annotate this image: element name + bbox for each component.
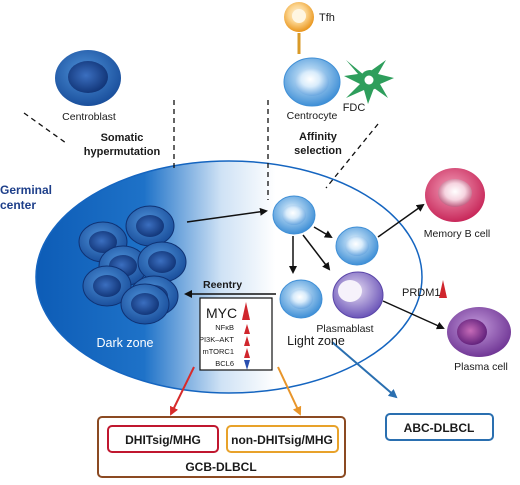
fdc-label: FDC xyxy=(343,102,366,114)
dhit-box xyxy=(107,425,219,453)
arrow-to-light-cell xyxy=(313,226,333,239)
somatic-label: Somatic xyxy=(101,132,144,144)
light-zone-cell xyxy=(335,226,379,266)
pathway-item-nfkb: NFκB xyxy=(215,323,234,332)
reentry-label: Reentry xyxy=(203,279,242,291)
arrow-to-plasmablast xyxy=(302,234,331,271)
nfkb-up-arrow xyxy=(244,324,250,334)
centrocyte-label: Centrocyte xyxy=(287,110,338,122)
bcl6-down-arrow xyxy=(244,360,250,370)
pathway-item-mtorc1: mTORC1 xyxy=(202,347,234,356)
fdc-cell xyxy=(344,60,394,104)
centroblast-label: Centroblast xyxy=(62,111,116,123)
arrow-to-memory-b xyxy=(377,203,425,238)
myc-label: MYC xyxy=(206,305,237,321)
centrocyte-cell xyxy=(283,57,341,107)
arrow-to-non-dhit xyxy=(277,366,302,416)
germinal-center-label-2: center xyxy=(0,198,36,212)
dhit-label: DHITsig/MHG xyxy=(125,433,201,447)
dark-zone-label: Dark zone xyxy=(97,336,154,350)
tfh-cell xyxy=(284,2,314,32)
abc-dlbcl-box xyxy=(385,413,494,441)
non-dhit-box xyxy=(226,425,339,453)
centroblast-cell xyxy=(55,50,121,106)
tfh-label: Tfh xyxy=(319,12,335,24)
abc-dlbcl-label: ABC-DLBCL xyxy=(404,421,475,435)
light-zone-label: Light zone xyxy=(287,334,345,348)
dashed-line xyxy=(325,123,379,189)
pathway-box xyxy=(199,297,273,371)
plasma-cell xyxy=(447,307,511,357)
pathway-item-pi3k-akt: PI3K–AKT xyxy=(199,335,234,344)
myc-up-arrow xyxy=(242,302,250,320)
gcb-dlbcl-label: GCB-DLBCL xyxy=(185,460,256,474)
pi3k-up-arrow xyxy=(244,336,250,346)
dark-zone-cell-cluster xyxy=(78,205,187,325)
plasmablast-label: Plasmablast xyxy=(316,323,373,335)
reentry-cell xyxy=(279,279,323,319)
selection-label: selection xyxy=(294,145,342,157)
prdm1-label: PRDM1 xyxy=(402,287,441,299)
arrow-to-dhit xyxy=(170,366,195,416)
memory-b-label: Memory B cell xyxy=(424,228,491,240)
arrow-dark-to-light xyxy=(186,207,268,223)
affinity-label: Affinity xyxy=(299,131,338,143)
hypermutation-label: hypermutation xyxy=(84,146,161,158)
memory-b-cell xyxy=(425,168,485,222)
mtorc1-up-arrow xyxy=(244,348,250,358)
arrow-to-plasma-cell xyxy=(382,300,445,330)
non-dhit-label: non-DHITsig/MHG xyxy=(231,433,333,447)
prdm1-up-arrow xyxy=(439,280,447,298)
germinal-center-label-1: Germinal xyxy=(0,183,52,197)
centrocyte-entry-cell xyxy=(272,195,316,235)
plasmablast-cell xyxy=(332,271,384,319)
pathway-item-bcl6: BCL6 xyxy=(215,359,234,368)
dashed-line xyxy=(23,112,67,144)
arrow-to-abc xyxy=(331,341,398,399)
plasma-cell-label: Plasma cell xyxy=(454,361,508,373)
